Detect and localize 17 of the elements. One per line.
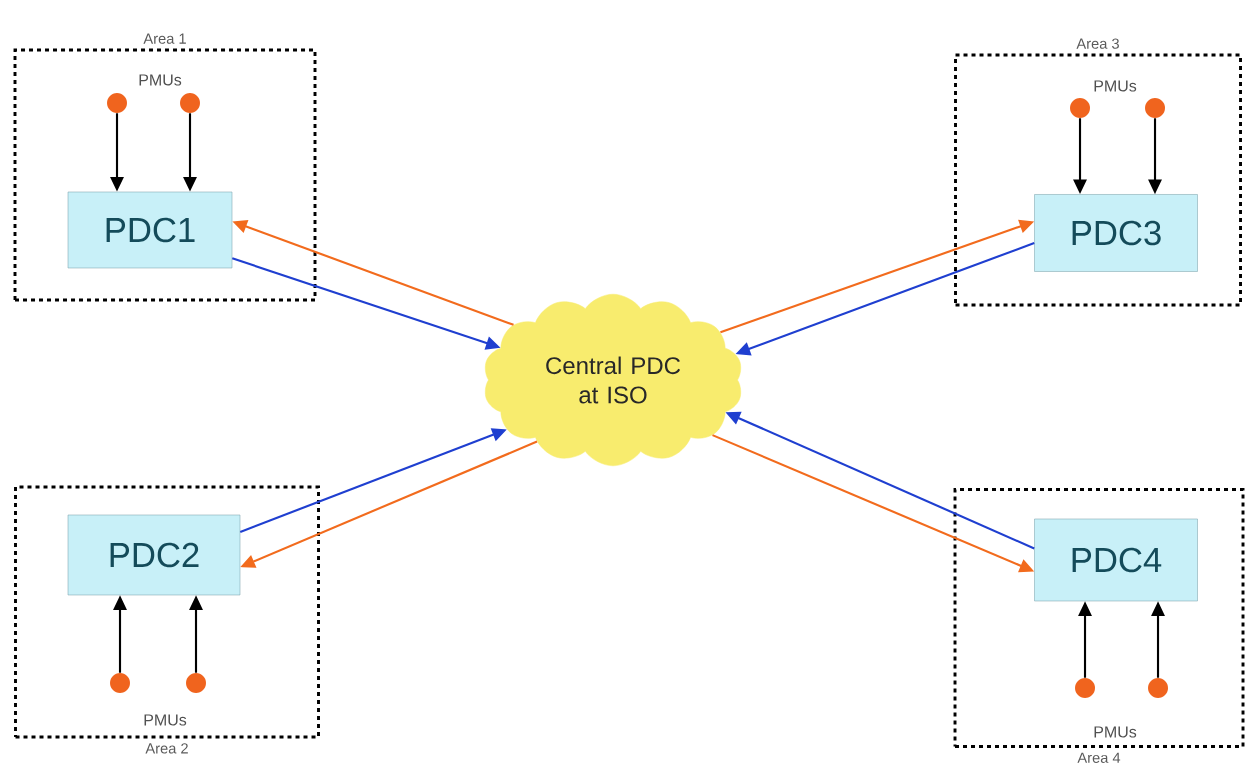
pmu-dot	[1070, 98, 1090, 118]
pmu-dot	[107, 93, 127, 113]
pmu-dot	[180, 93, 200, 113]
pmu-dot	[1145, 98, 1165, 118]
pdc-box: PDC4	[1034, 518, 1198, 602]
pmu-dot	[186, 673, 206, 693]
pmu-label: PMUs	[1094, 726, 1137, 738]
pmu-dot	[110, 673, 130, 693]
pdc-box: PDC1	[67, 191, 233, 269]
pmu-label: PMUs	[1094, 80, 1137, 92]
pmu-label: PMUs	[144, 714, 187, 726]
cloud: Central PDC at ISO	[485, 293, 741, 467]
pdc-box: PDC3	[1034, 194, 1198, 272]
pmu-dot	[1075, 678, 1095, 698]
pmu-label: PMUs	[139, 74, 182, 86]
pmu-dot	[1148, 678, 1168, 698]
pdc-box: PDC2	[67, 514, 241, 596]
